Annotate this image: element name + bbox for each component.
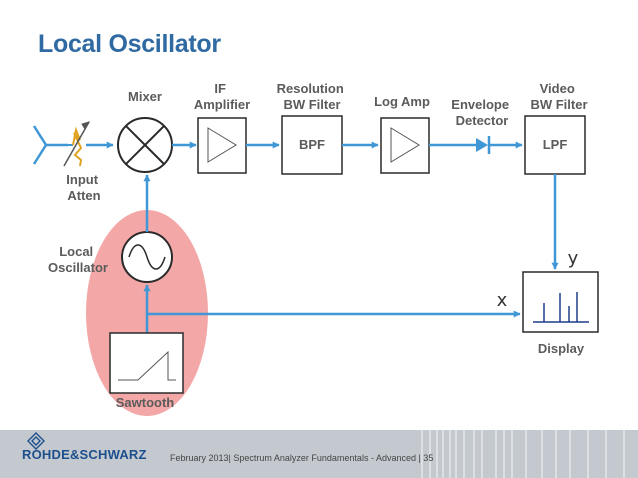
- brand-name: ROHDE&SCHWARZ: [22, 447, 147, 462]
- footer-bar: [0, 430, 638, 478]
- local-oscillator-label: Local Oscillator: [48, 244, 108, 275]
- log-amp-icon: [380, 117, 430, 174]
- if-amplifier-label: IF Amplifier: [194, 81, 250, 112]
- video-bw-filter-label: Video BW Filter: [530, 81, 587, 112]
- x-axis-label: x: [497, 290, 508, 311]
- local-oscillator-label-line2: Oscillator: [48, 260, 108, 275]
- slide-title: Local Oscillator: [38, 30, 221, 58]
- input-atten-label-line2: Atten: [67, 188, 100, 203]
- spectrum-icon: [533, 292, 589, 323]
- resolution-bw-filter-label-line2: BW Filter: [283, 97, 340, 112]
- log-amp-label: Log Amp: [374, 94, 430, 109]
- sawtooth-label: Sawtooth: [116, 395, 175, 410]
- mixer-icon: [117, 117, 173, 173]
- block-diagram: BPF LPF Mixer IF Amplifier: [32, 81, 599, 416]
- footer-text: February 2013| Spectrum Analyzer Fundame…: [170, 453, 434, 463]
- input-atten-label: Input Atten: [66, 172, 101, 203]
- envelope-detector-label-line1: Envelope: [451, 97, 509, 112]
- amplifier-icon: [197, 117, 247, 174]
- local-oscillator-label-line1: Local: [59, 244, 93, 259]
- sine-icon: [121, 231, 173, 283]
- if-amplifier-label-line1: IF: [214, 81, 226, 96]
- y-axis-label: y: [568, 248, 579, 269]
- resolution-bw-filter-label: Resolution BW Filter: [277, 81, 348, 112]
- if-amplifier-label-line2: Amplifier: [194, 97, 250, 112]
- envelope-detector-label: Envelope Detector: [451, 97, 512, 128]
- envelope-detector-label-line2: Detector: [456, 113, 509, 128]
- resolution-bw-filter-label-line1: Resolution: [277, 81, 344, 96]
- video-bw-filter-label-line1: Video: [540, 81, 575, 96]
- input-atten-label-line1: Input: [66, 172, 98, 187]
- footer-stripes: [421, 430, 625, 478]
- attenuator-icon: [63, 121, 114, 167]
- bpf-label: BPF: [299, 137, 325, 152]
- sawtooth-icon: [109, 332, 184, 394]
- rohde-schwarz-logo-icon: [27, 432, 45, 450]
- display-label: Display: [538, 341, 585, 356]
- lpf-label: LPF: [543, 137, 568, 152]
- diode-icon: [476, 136, 491, 154]
- mixer-label: Mixer: [128, 89, 162, 104]
- antenna-icon: [32, 125, 68, 165]
- video-bw-filter-label-line2: BW Filter: [530, 97, 587, 112]
